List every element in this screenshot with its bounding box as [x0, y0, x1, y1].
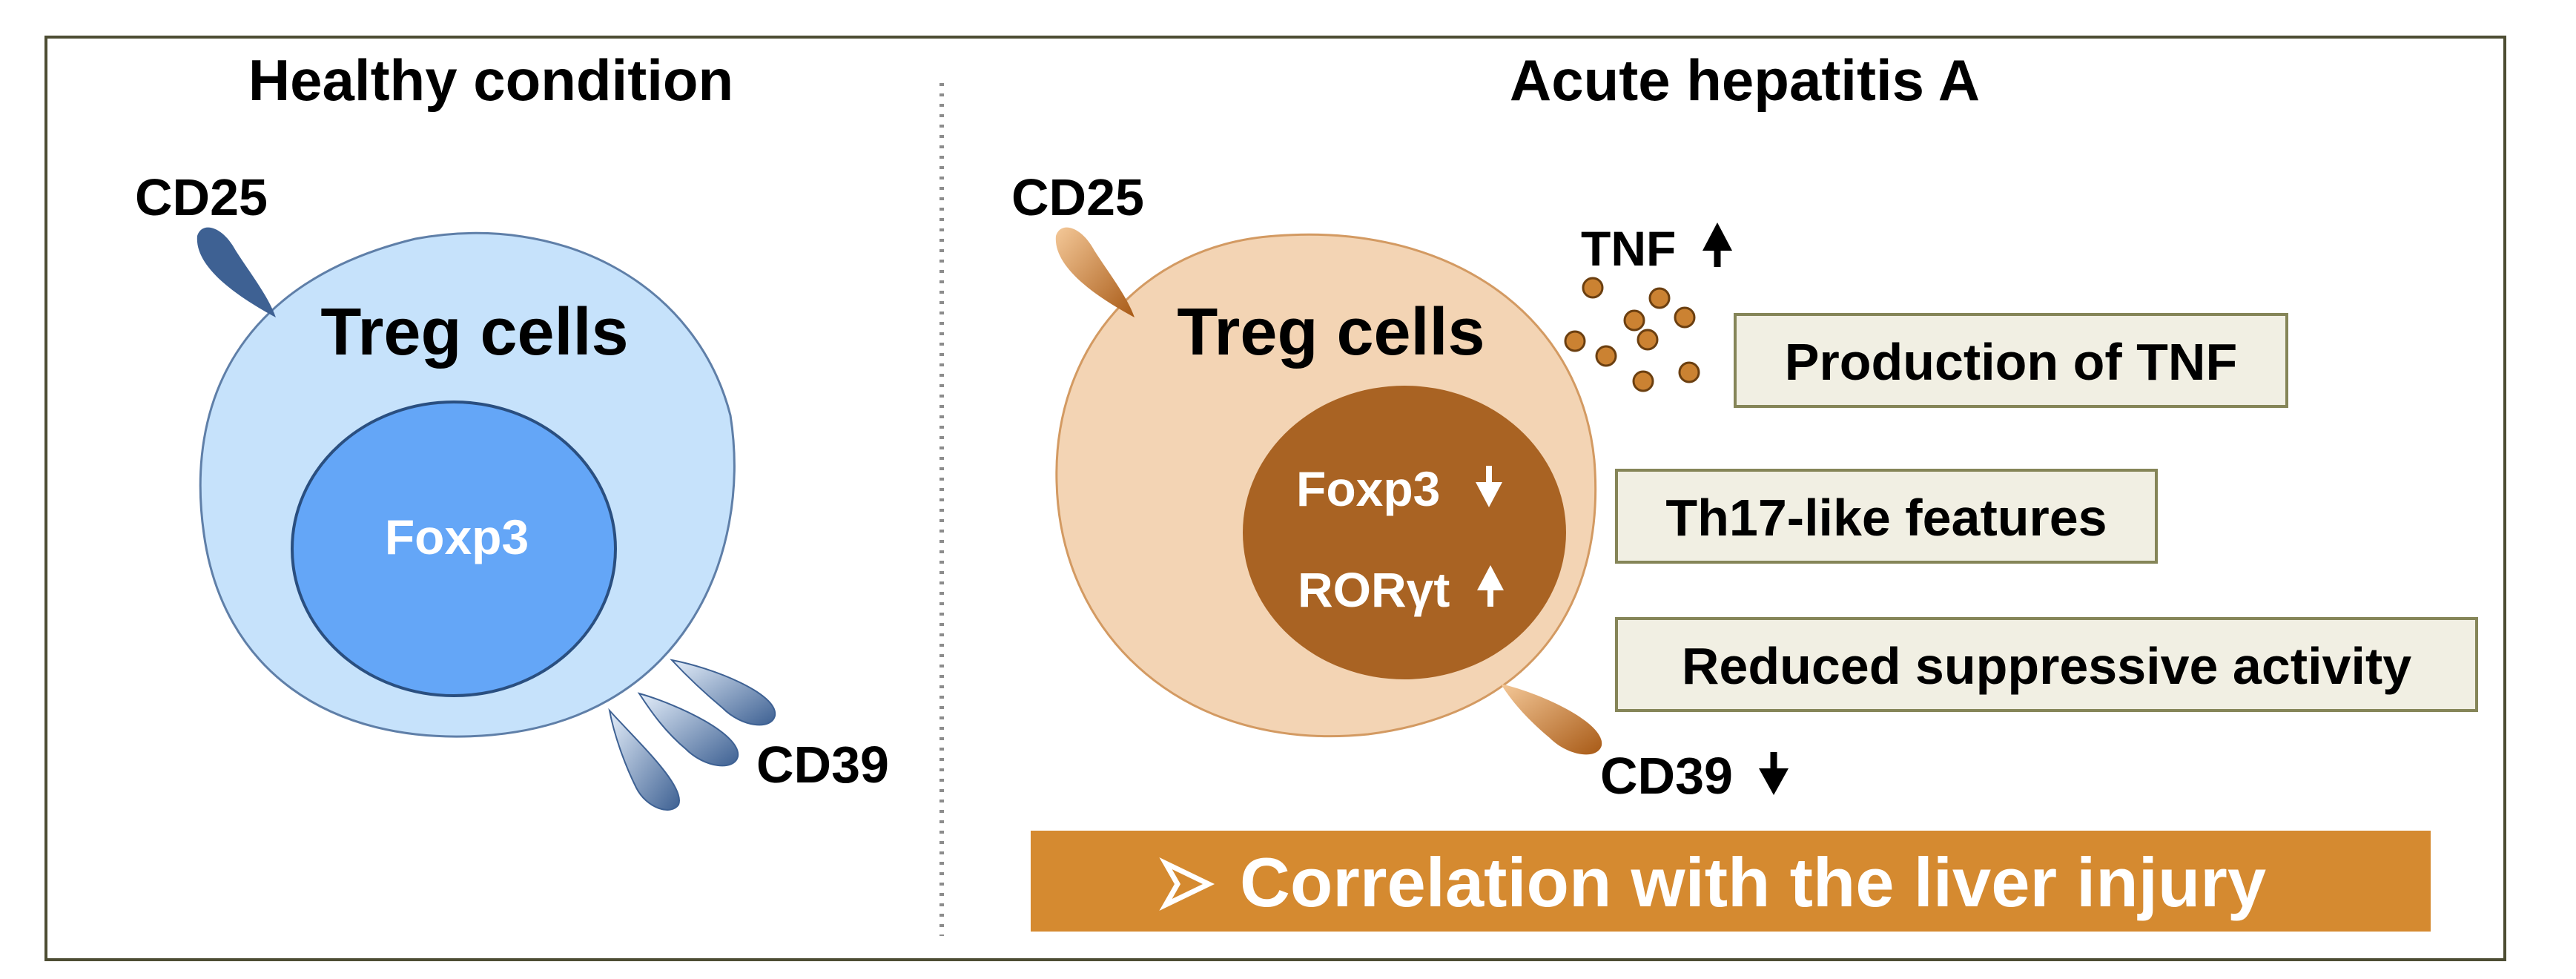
healthy-cd39-receptor: [670, 659, 776, 726]
tnf-particle: [1632, 370, 1654, 392]
hepatitis-cd39-label: CD39: [1600, 747, 1733, 805]
tnf-particle: [1595, 345, 1617, 367]
feature-box: Reduced suppressive activity: [1615, 617, 2478, 712]
hepatitis-panel-title: Acute hepatitis A: [1510, 47, 1980, 113]
tnf-particle: [1674, 306, 1696, 329]
healthy-cd39-label: CD39: [756, 736, 889, 794]
tnf-particle: [1648, 287, 1671, 309]
healthy-nucleus-label: Foxp3: [385, 510, 529, 564]
tnf-particle: [1637, 329, 1659, 351]
tnf-label: TNF: [1581, 221, 1676, 276]
arrow-down-icon: [1759, 752, 1789, 795]
correlation-banner-text: Correlation with the liver injury: [1240, 843, 2266, 921]
feature-box: Th17-like features: [1615, 469, 2158, 564]
healthy-treg-label: Treg cells: [320, 295, 628, 369]
hepatitis-cd25-receptor: [1055, 227, 1135, 317]
arrow-down-icon: [1476, 466, 1502, 507]
feature-box-text: Reduced suppressive activity: [1682, 637, 2411, 695]
healthy-panel: Healthy condition Treg cells Foxp3 CD25 …: [135, 47, 889, 811]
healthy-cd25-receptor: [196, 227, 276, 317]
healthy-nucleus: [291, 400, 617, 697]
feature-box-text: Production of TNF: [1785, 333, 2237, 391]
arrowhead-bullet-icon: [1159, 857, 1215, 912]
hepatitis-foxp3-label: Foxp3: [1296, 461, 1440, 516]
healthy-cd39-receptor: [637, 692, 739, 767]
tnf-particle: [1564, 330, 1586, 352]
arrow-up-icon: [1703, 222, 1732, 267]
hepatitis-treg-label: Treg cells: [1177, 295, 1484, 369]
feature-box: Production of TNF: [1734, 313, 2288, 408]
feature-box-text: Th17-like features: [1665, 489, 2107, 547]
hepatitis-cd39-receptor: [1501, 684, 1602, 755]
healthy-panel-title: Healthy condition: [248, 47, 733, 113]
healthy-cd25-label: CD25: [135, 168, 268, 226]
arrow-up-icon: [1477, 565, 1504, 607]
tnf-particle: [1678, 361, 1700, 383]
hepatitis-panel: Acute hepatitis A Treg cells Foxp3 RORγt…: [1011, 47, 2478, 932]
tnf-particle: [1582, 277, 1604, 299]
hepatitis-rorgt-label: RORγt: [1298, 562, 1450, 617]
correlation-banner: Correlation with the liver injury: [1031, 831, 2431, 932]
hepatitis-cd25-label: CD25: [1011, 168, 1144, 226]
healthy-cd39-receptor: [608, 708, 681, 811]
hepatitis-nucleus: [1243, 386, 1566, 679]
tnf-particle: [1623, 309, 1645, 332]
tnf-particles: [1564, 277, 1700, 392]
